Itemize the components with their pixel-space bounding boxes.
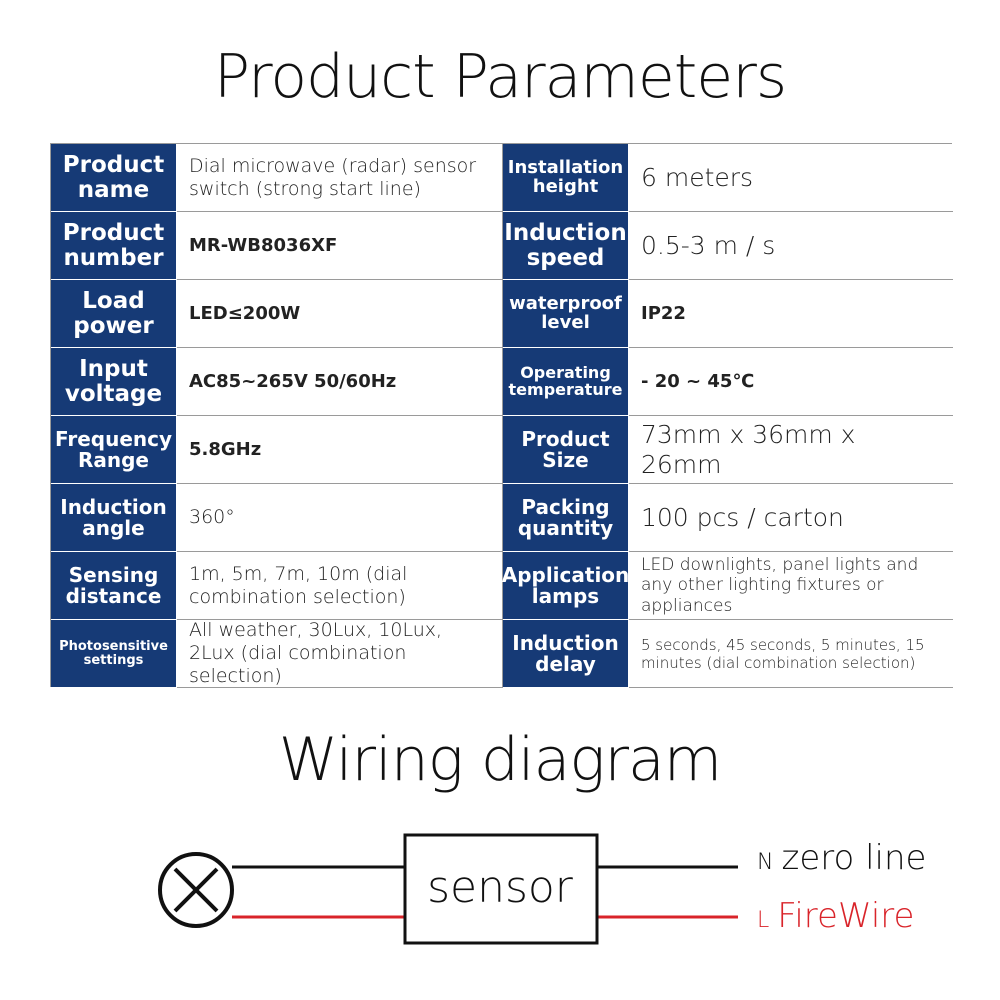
sensor-box bbox=[403, 833, 599, 945]
lamp-x-icon bbox=[158, 852, 234, 928]
param-label: Packing quantity bbox=[503, 484, 629, 552]
param-value: 73mm x 36mm x 26mm bbox=[629, 416, 953, 484]
zero-line-prefix: N bbox=[757, 850, 774, 875]
wiring-diagram bbox=[158, 833, 738, 945]
param-value: 5.8GHz bbox=[177, 416, 503, 484]
param-value: LED downlights, panel lights and any oth… bbox=[629, 552, 953, 620]
param-label: Input voltage bbox=[51, 348, 177, 416]
param-value: 100 pcs / carton bbox=[629, 484, 953, 552]
param-label: Operating temperature bbox=[503, 348, 629, 416]
param-value: AC85~265V 50/60Hz bbox=[177, 348, 503, 416]
param-label: Product Size bbox=[503, 416, 629, 484]
param-value: MR-WB8036XF bbox=[177, 212, 503, 280]
param-value: 0.5-3 m / s bbox=[629, 212, 953, 280]
param-value: LED≤200W bbox=[177, 280, 503, 348]
param-label: Sensing distance bbox=[51, 552, 177, 620]
fire-line-text: FireWire bbox=[777, 896, 915, 936]
param-label: Product name bbox=[51, 144, 177, 212]
zero-line-text: zero line bbox=[781, 838, 927, 878]
param-value: All weather, 30Lux, 10Lux, 2Lux (dial co… bbox=[177, 619, 503, 688]
param-value: 5 seconds, 45 seconds, 5 minutes, 15 min… bbox=[629, 620, 953, 688]
param-label: Induction angle bbox=[51, 484, 177, 552]
param-label: waterproof level bbox=[503, 280, 629, 348]
param-value: IP22 bbox=[629, 280, 953, 348]
param-label: Photosensitive settings bbox=[51, 620, 177, 688]
param-value: 360° bbox=[177, 484, 503, 552]
param-label: Induction delay bbox=[503, 620, 629, 688]
param-value: 1m, 5m, 7m, 10m (dial combination select… bbox=[177, 552, 503, 620]
param-label: Application lamps bbox=[502, 552, 629, 620]
param-value: 6 meters bbox=[629, 144, 953, 212]
fire-line-label: L FireWire bbox=[757, 896, 914, 936]
param-label: Product number bbox=[51, 212, 177, 280]
param-value: Dial microwave (radar) sensor switch (st… bbox=[177, 144, 503, 212]
parameters-table: Product name Dial microwave (radar) sens… bbox=[50, 143, 953, 688]
page-title: Product Parameters bbox=[213, 42, 787, 112]
fire-line-prefix: L bbox=[757, 908, 770, 933]
param-value: - 20 ~ 45℃ bbox=[629, 348, 953, 416]
param-label: Frequency Range bbox=[51, 416, 177, 484]
param-label: Installation height bbox=[503, 144, 629, 212]
sensor-label: sensor bbox=[427, 862, 573, 913]
param-label: Induction speed bbox=[503, 212, 629, 280]
wiring-title: Wiring diagram bbox=[278, 725, 723, 795]
param-label: Load power bbox=[51, 280, 177, 348]
